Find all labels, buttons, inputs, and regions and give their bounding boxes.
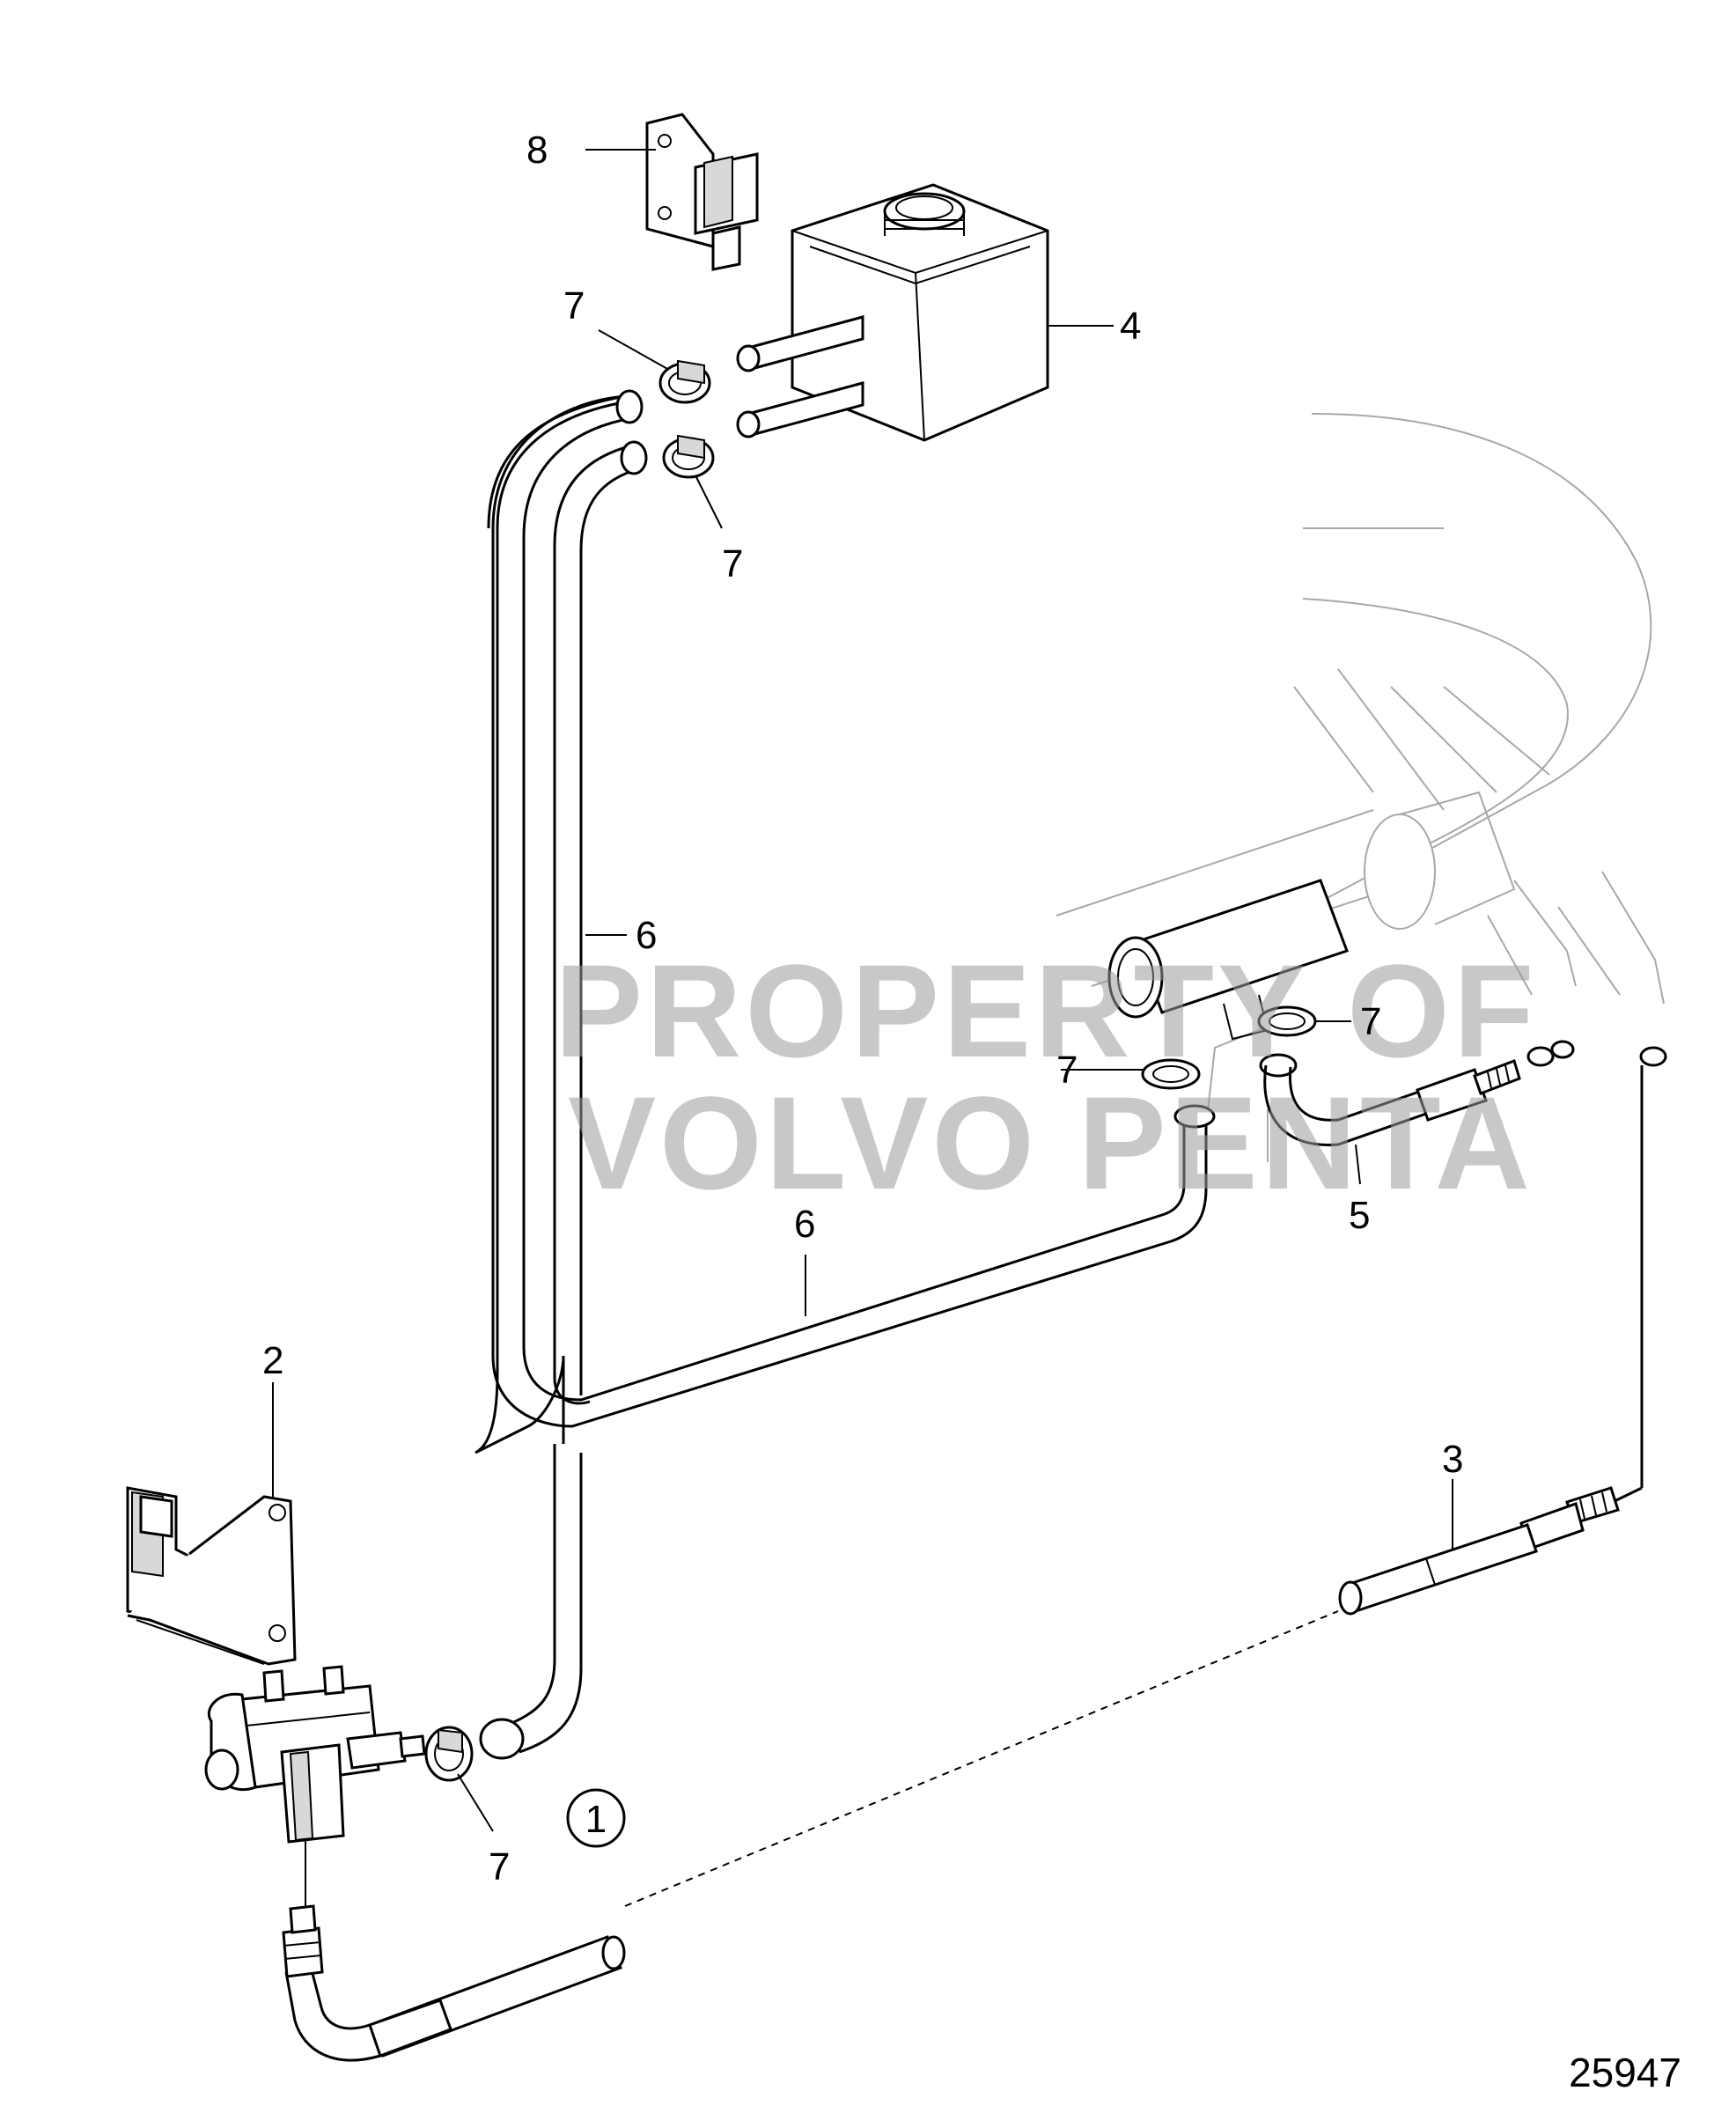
callout-7-top-a: 7 (563, 284, 585, 328)
hose-clamp-top-a (658, 359, 711, 404)
hose-clamp-top-b (662, 434, 715, 479)
hose-short (1259, 1040, 1575, 1146)
callout-7-top-b: 7 (722, 542, 743, 585)
hose-continuation-dashed (624, 1610, 1339, 1907)
hose-lower (282, 1836, 626, 2062)
pump-assembly (204, 1665, 426, 1844)
callout-3: 3 (1442, 1438, 1463, 1481)
group-marker: 1 (566, 1788, 626, 1848)
callout-2: 2 (262, 1339, 283, 1382)
callout-7-mid-a: 7 (1056, 1049, 1078, 1092)
tank-bracket (645, 113, 759, 271)
coolant-hose-upper (474, 394, 635, 1454)
callout-6-lower: 6 (794, 1203, 815, 1246)
callout-5: 5 (1349, 1194, 1370, 1237)
watermark: PROPERTY OF VOLVO PENTA (555, 937, 1537, 1217)
hose-clamp-mid-a (1141, 1058, 1201, 1090)
watermark-line-2: VOLVO PENTA (568, 1069, 1534, 1217)
callout-7-mid-b: 7 (1360, 1000, 1381, 1043)
engine-pipe-stub (1107, 879, 1349, 1041)
callout-6-upper: 6 (636, 914, 657, 957)
engine-ghost-outline (1056, 413, 1665, 1162)
leader-lines (272, 149, 1453, 1832)
hose-clamp-mid-b (1257, 1005, 1317, 1037)
callout-8: 8 (526, 129, 548, 172)
callout-4: 4 (1120, 305, 1141, 348)
hose-long (1338, 1046, 1667, 1616)
callout-7-bottom: 7 (489, 1845, 510, 1888)
coolant-hose-pair (479, 389, 1216, 1760)
expansion-tank (736, 183, 1049, 442)
watermark-line-1: PROPERTY OF (555, 937, 1537, 1085)
pump-bracket (126, 1486, 297, 1666)
callouts: 8 4 7 7 6 7 7 5 6 2 3 7 (262, 129, 1463, 1888)
hose-clamp-bottom (424, 1726, 474, 1782)
group-marker-number: 1 (585, 1798, 607, 1841)
figure-number: 25947 (1569, 2050, 1681, 2095)
